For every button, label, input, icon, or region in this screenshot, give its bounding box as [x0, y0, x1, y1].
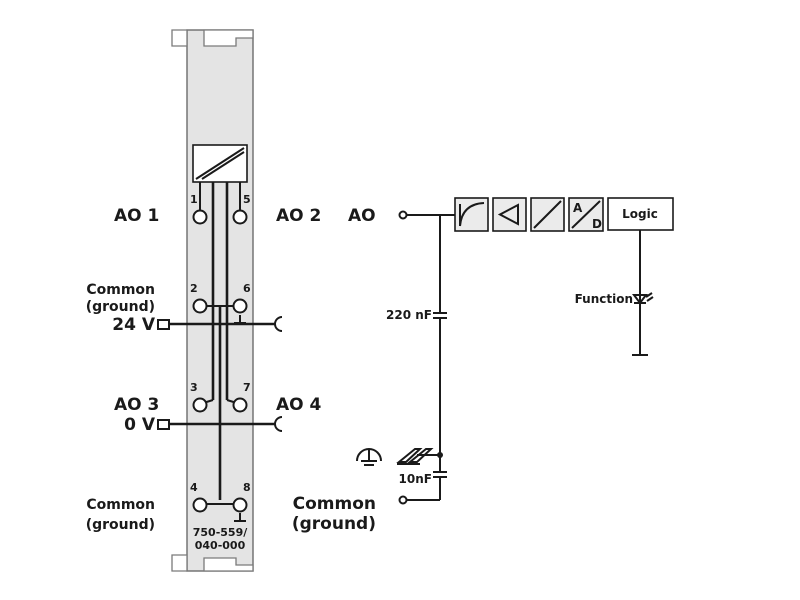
adc-icon	[568, 197, 604, 232]
pin-5-number: 5	[243, 193, 251, 206]
part-number-line1: 750-559/	[193, 526, 248, 539]
converter-icon	[192, 144, 248, 183]
capacitor-10nf-label: 10nF	[399, 472, 432, 486]
pin-6-number: 6	[243, 282, 251, 295]
pin-8-terminal	[232, 497, 248, 513]
schematic-ao-label: AO	[348, 206, 376, 226]
label-24v: 24 V	[112, 315, 156, 335]
label-ground-1: (ground)	[86, 299, 155, 315]
filter-curve-icon	[454, 197, 489, 232]
label-common-2: Common	[86, 497, 155, 513]
din-rail-icon	[396, 448, 434, 465]
supply-rail-0v	[157, 416, 283, 432]
pin-1-terminal	[192, 209, 208, 225]
logic-block	[607, 197, 674, 231]
label-ao2: AO 2	[276, 206, 321, 226]
pin-7-terminal	[232, 397, 248, 413]
label-ao3: AO 3	[114, 395, 159, 415]
amplifier-icon	[492, 197, 527, 232]
pin-terminals	[192, 209, 248, 513]
capacitor-line	[407, 215, 447, 501]
adc-label-d: D	[592, 217, 602, 231]
pin-4-terminal	[192, 497, 208, 513]
label-ground-2: (ground)	[86, 517, 155, 533]
label-ao4: AO 4	[276, 395, 322, 415]
internal-bus	[199, 182, 246, 522]
schematic-ground-label: (ground)	[292, 514, 376, 534]
pin-2-number: 2	[190, 282, 198, 295]
pin-7-number: 7	[243, 381, 251, 394]
pin-1-number: 1	[190, 193, 198, 206]
pin-8-number: 8	[243, 481, 251, 494]
dac-slash-icon	[530, 197, 565, 232]
supply-rail-24v	[157, 316, 283, 332]
protective-earth-icon	[356, 448, 382, 466]
schematic-common-label: Common	[293, 494, 376, 514]
capacitor-220nf-label: 220 nF	[386, 308, 432, 322]
label-0v: 0 V	[124, 415, 156, 435]
adc-label-a: A	[573, 201, 583, 215]
pin-2-terminal	[192, 298, 208, 314]
label-ao1: AO 1	[114, 206, 159, 226]
led-icon	[632, 292, 654, 305]
pin-4-number: 4	[190, 481, 198, 494]
logic-label: Logic	[622, 207, 658, 221]
pin-3-number: 3	[190, 381, 198, 394]
pin-5-terminal	[232, 209, 248, 225]
schematic-common-terminal	[398, 495, 408, 505]
part-number-line2: 040-000	[195, 539, 246, 552]
pin-3-terminal	[192, 397, 208, 413]
schematic-ao-terminal	[398, 210, 408, 220]
label-common-1: Common	[86, 282, 155, 298]
pin-6-terminal	[232, 298, 248, 314]
function-label: Function	[575, 292, 633, 306]
